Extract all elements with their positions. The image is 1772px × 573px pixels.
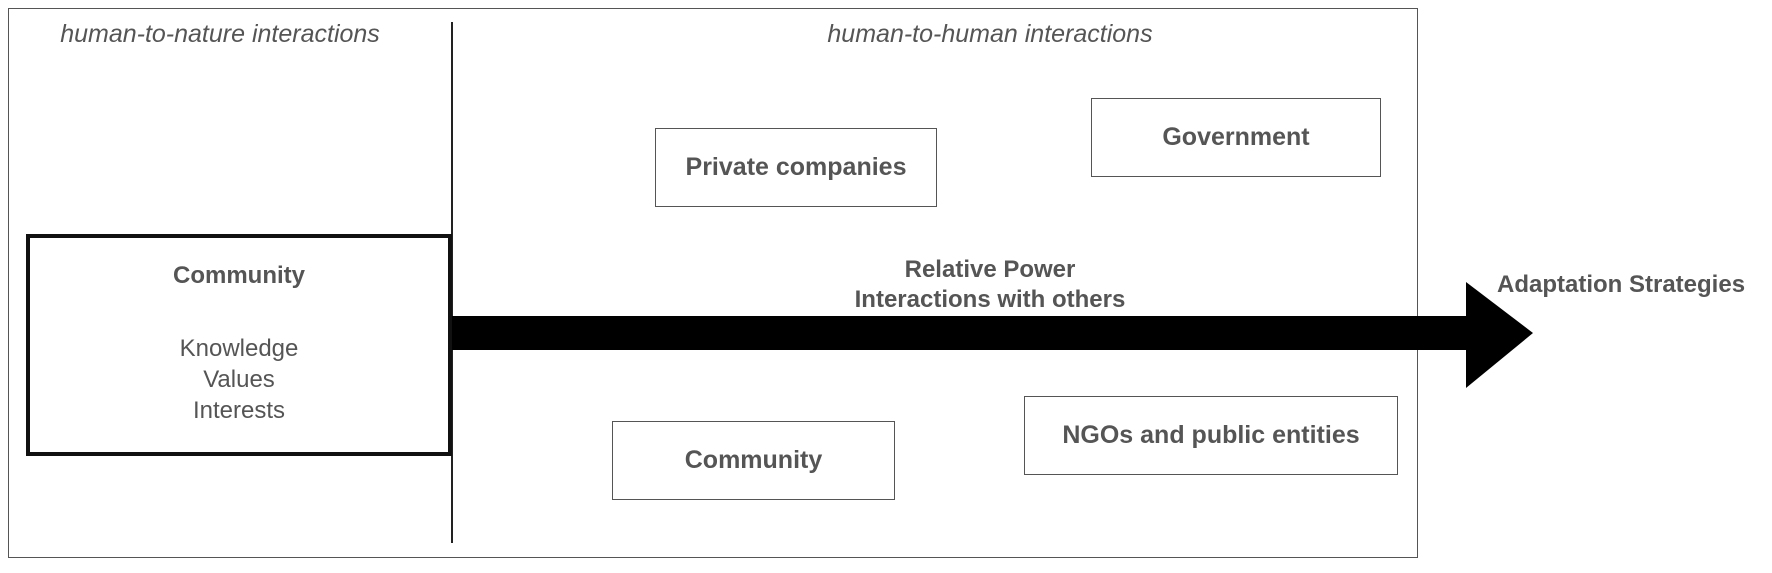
attribute-values: Values [203,366,275,393]
community-attributes: Knowledge Values Interests [30,333,448,426]
human-to-human-label: human-to-human interactions [827,20,1153,48]
human-to-nature-label: human-to-nature interactions [60,20,380,48]
section-divider [451,22,453,543]
community-actor-label: Community [684,446,823,474]
diagram-frame [8,8,1418,558]
attribute-knowledge: Knowledge [179,335,299,362]
arrow-label-line2: Interactions with others [854,286,1126,313]
government-box: Government [1091,98,1381,177]
community-main-title: Community [173,262,305,289]
government-label: Government [1162,123,1310,151]
arrow-shaft [452,316,1468,350]
community-actor-box: Community [612,421,895,500]
arrow-label-line1: Relative Power [904,256,1076,283]
ngo-box: NGOs and public entities [1024,396,1398,475]
adaptation-strategies-label: Adaptation Strategies [1497,271,1746,298]
private-companies-box: Private companies [655,128,937,207]
arrow-label: Relative Power Interactions with others [780,255,1200,315]
community-main-box: Community Knowledge Values Interests [26,234,452,456]
arrow-head [1466,282,1533,388]
private-companies-label: Private companies [685,153,907,181]
ngo-label: NGOs and public entities [1062,421,1360,449]
attribute-interests: Interests [192,397,286,424]
